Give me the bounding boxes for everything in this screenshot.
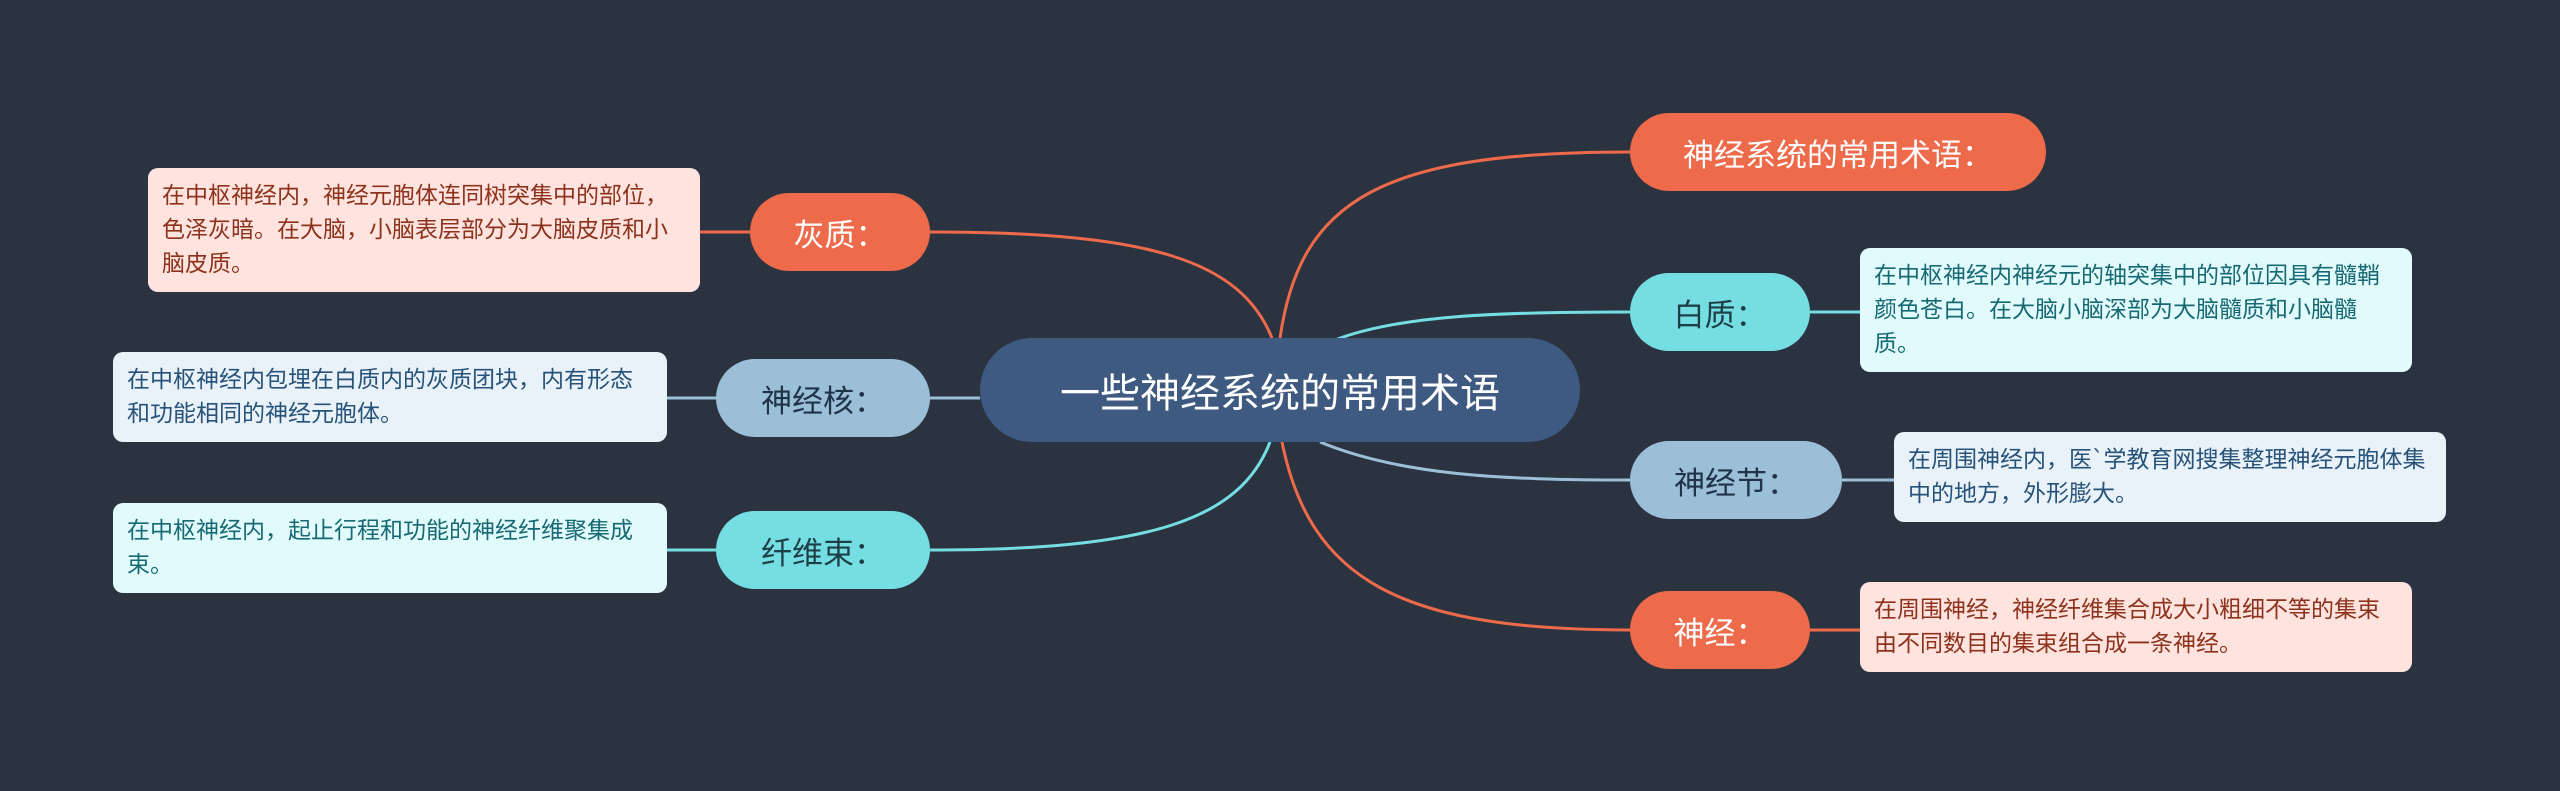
topic-ganglion[interactable]: 神经节： <box>1630 441 1842 519</box>
desc-fiber-tract: 在中枢神经内，起止行程和功能的神经纤维聚集成束。 <box>113 503 667 593</box>
topic-fiber-tract[interactable]: 纤维束： <box>716 511 930 589</box>
topic-white-matter[interactable]: 白质： <box>1630 273 1810 351</box>
topic-nucleus[interactable]: 神经核： <box>716 359 930 437</box>
connector-r1 <box>1278 150 1631 339</box>
topic-gray-matter[interactable]: 灰质： <box>750 193 930 271</box>
connector-r2 <box>1334 310 1631 342</box>
connector-l1 <box>929 230 1274 339</box>
connector-r3 <box>1319 440 1631 482</box>
desc-nucleus: 在中枢神经内包埋在白质内的灰质团块，内有形态和功能相同的神经元胞体。 <box>113 352 667 442</box>
desc-white-matter: 在中枢神经内神经元的轴突集中的部位因具有髓鞘颜色苍白。在大脑小脑深部为大脑髓质和… <box>1860 248 2412 372</box>
central-topic[interactable]: 一些神经系统的常用术语 <box>980 338 1580 442</box>
connector-r4 <box>1280 441 1631 632</box>
topic-nerve[interactable]: 神经： <box>1630 591 1810 669</box>
desc-nerve: 在周围神经，神经纤维集合成大小粗细不等的集束由不同数目的集束组合成一条神经。 <box>1860 582 2412 672</box>
desc-gray-matter: 在中枢神经内，神经元胞体连同树突集中的部位，色泽灰暗。在大脑，小脑表层部分为大脑… <box>148 168 700 292</box>
topic-terms-heading[interactable]: 神经系统的常用术语： <box>1630 113 2046 191</box>
connector-l3 <box>929 441 1272 552</box>
desc-ganglion: 在周围神经内，医`学教育网搜集整理神经元胞体集中的地方，外形膨大。 <box>1894 432 2446 522</box>
